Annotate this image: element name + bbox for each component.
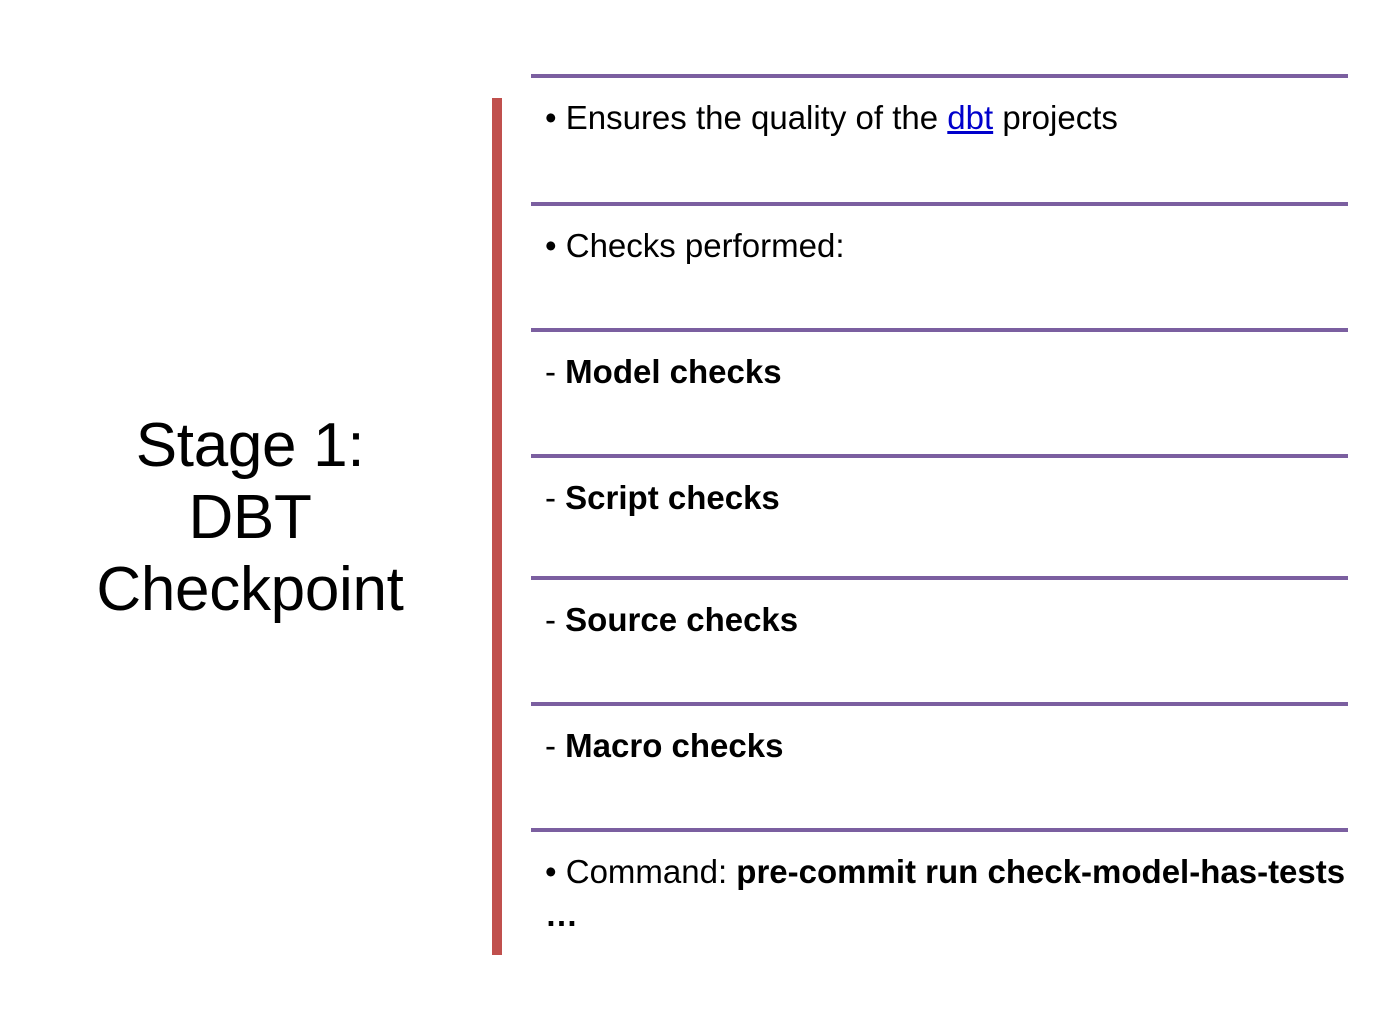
bullet-icon: • — [545, 99, 557, 136]
source-checks-text: - Source checks — [545, 599, 1348, 642]
script-checks-label: Script checks — [565, 479, 780, 516]
vertical-accent-bar — [492, 98, 502, 955]
bullet-icon: • — [545, 227, 557, 264]
list-item-command: • Command: pre-commit run check-model-ha… — [531, 828, 1348, 956]
checks-performed-text: • Checks performed: — [545, 225, 1348, 268]
command-value: pre-commit run check-model-has-tests … — [545, 853, 1346, 933]
script-checks-text: - Script checks — [545, 477, 1348, 520]
title-line-2: DBT — [188, 483, 312, 553]
ensures-quality-suffix: projects — [993, 99, 1118, 136]
dash-prefix: - — [545, 353, 566, 390]
list-item-script-checks: - Script checks — [531, 454, 1348, 576]
list-item-checks-performed: • Checks performed: — [531, 202, 1348, 328]
list-item-ensures-quality: • Ensures the quality of the dbt project… — [531, 74, 1348, 202]
macro-checks-text: - Macro checks — [545, 725, 1348, 768]
dash-prefix: - — [545, 479, 566, 516]
title-line-3: Checkpoint — [96, 554, 404, 624]
list-item-macro-checks: - Macro checks — [531, 702, 1348, 828]
model-checks-label: Model checks — [565, 353, 782, 390]
list-item-source-checks: - Source checks — [531, 576, 1348, 702]
dash-prefix: - — [545, 601, 566, 638]
model-checks-text: - Model checks — [545, 351, 1348, 394]
dash-prefix: - — [545, 727, 566, 764]
command-text: • Command: pre-commit run check-model-ha… — [545, 851, 1348, 937]
bullet-icon: • — [545, 853, 557, 890]
macro-checks-label: Macro checks — [565, 727, 784, 764]
ensures-quality-text: • Ensures the quality of the dbt project… — [545, 97, 1348, 140]
dbt-link[interactable]: dbt — [947, 99, 994, 136]
command-label: Command: — [556, 853, 737, 890]
content-list: • Ensures the quality of the dbt project… — [531, 74, 1348, 956]
page-title: Stage 1: DBT Checkpoint — [40, 0, 460, 1036]
title-line-1: Stage 1: — [135, 411, 365, 481]
ensures-quality-prefix: Ensures the quality of the — [556, 99, 948, 136]
source-checks-label: Source checks — [565, 601, 799, 638]
list-item-model-checks: - Model checks — [531, 328, 1348, 454]
checks-performed-label: Checks performed: — [556, 227, 845, 264]
